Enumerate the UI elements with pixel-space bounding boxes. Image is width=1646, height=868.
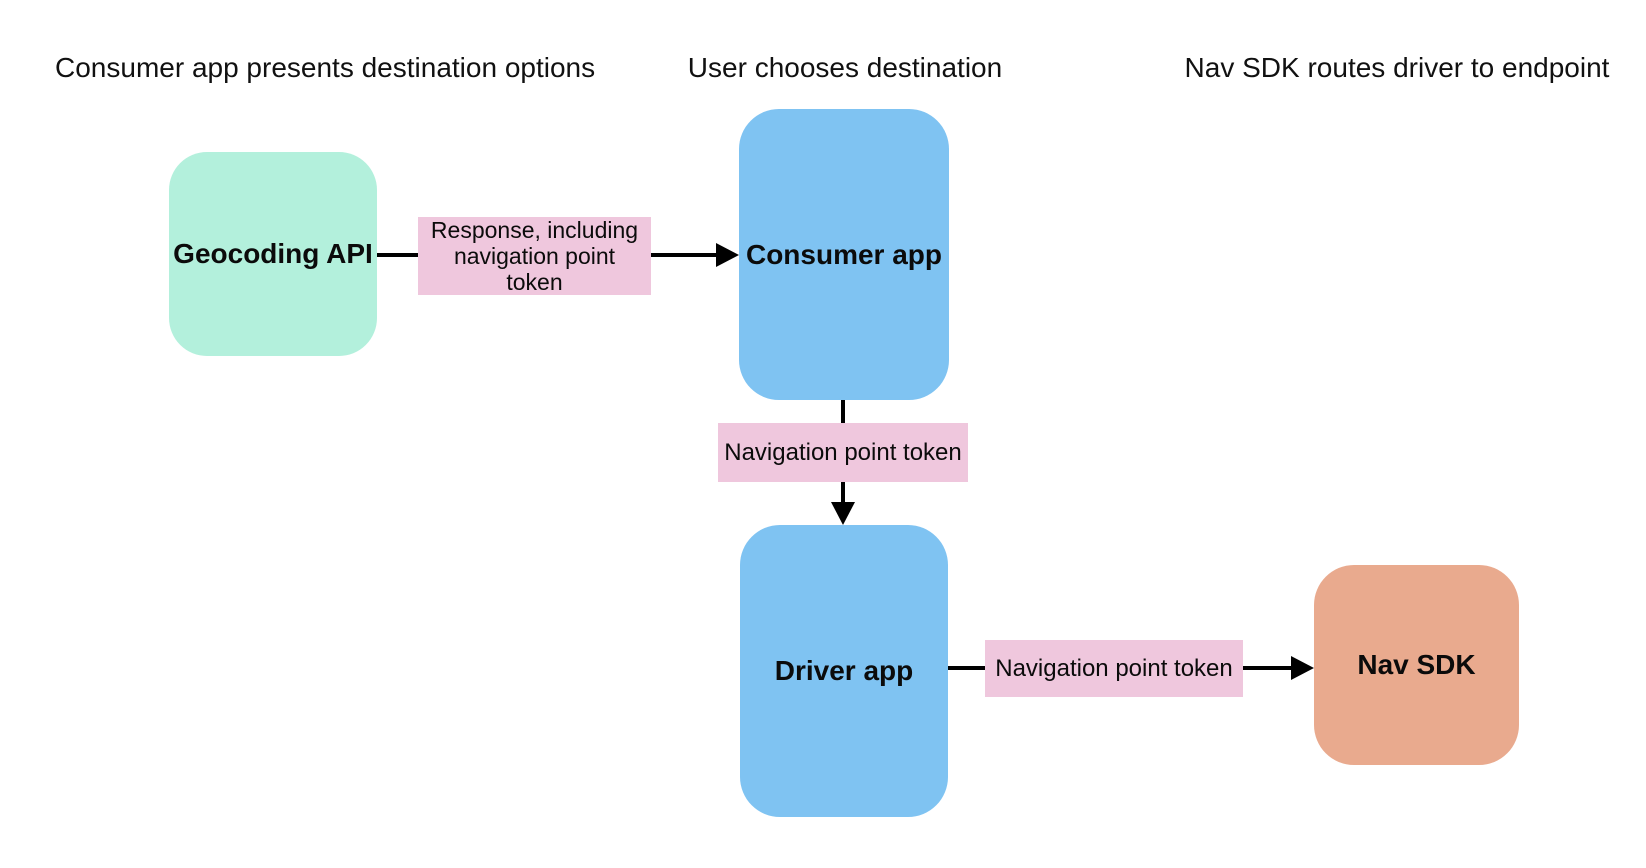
node-geocoding-api-label: Geocoding API	[173, 238, 373, 269]
edge-consumer-to-label-line	[841, 400, 845, 423]
edge-label-to-driver-line	[841, 482, 845, 502]
node-geocoding-api: Geocoding API	[169, 152, 377, 356]
column-heading-user-chooses: User chooses destination	[687, 52, 1003, 83]
node-nav-sdk: Nav SDK	[1314, 565, 1519, 765]
node-nav-sdk-label: Nav SDK	[1357, 649, 1476, 680]
edge-label-to-consumer-line	[651, 253, 717, 257]
edge-label-response-including-token: Response, including navigation point tok…	[418, 217, 651, 295]
arrowhead-into-consumer-app-icon	[716, 243, 739, 267]
node-consumer-app-label: Consumer app	[745, 238, 943, 270]
arrowhead-into-nav-sdk-icon	[1291, 656, 1314, 680]
edge-label-navigation-point-token-vertical: Navigation point token	[718, 423, 968, 482]
node-driver-app-label: Driver app	[774, 655, 914, 686]
edge-driver-to-label-line	[948, 666, 985, 670]
edge-geocoding-to-label-line	[377, 253, 418, 257]
edge-label-navigation-point-token-horizontal: Navigation point token	[985, 640, 1243, 697]
column-heading-nav-sdk-routes: Nav SDK routes driver to endpoint	[1184, 52, 1610, 83]
node-consumer-app: Consumer app	[739, 109, 949, 400]
node-driver-app: Driver app	[740, 525, 948, 817]
column-heading-consumer-presents: Consumer app presents destination option…	[55, 52, 596, 83]
edge-label-to-navsdk-line	[1243, 666, 1292, 670]
arrowhead-into-driver-app-icon	[831, 502, 855, 525]
